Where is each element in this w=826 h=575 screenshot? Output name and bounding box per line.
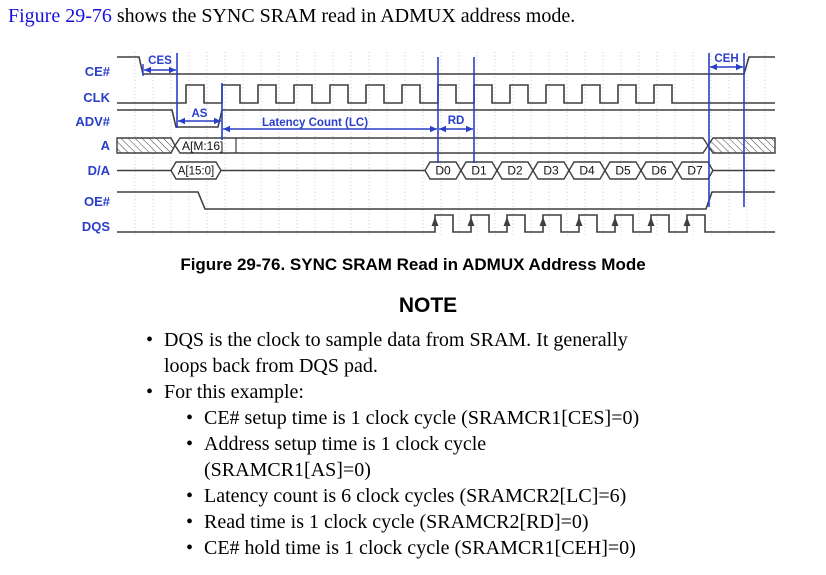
wave-clk (117, 84, 775, 104)
muxed-address-value: A[15:0] (178, 166, 214, 178)
dqs-sample-arrow-icon (503, 217, 511, 226)
note-list: • DQS is the clock to sample data from SR… (146, 327, 746, 561)
annotation-ces: CES (148, 55, 172, 67)
note-line: CE# hold time is 1 clock cycle (SRAMCR1[… (204, 537, 636, 559)
data-beat-value: D6 (651, 164, 667, 178)
dqs-sample-arrow-icon (647, 217, 655, 226)
note-line: (SRAMCR1[AS]=0) (204, 459, 371, 481)
wave-adv (117, 109, 775, 128)
note-line: CE# setup time is 1 clock cycle (SRAMCR1… (204, 407, 640, 429)
annotation-rd: RD (448, 115, 465, 127)
note-line: Address setup time is 1 clock cycle (204, 433, 487, 455)
bullet-marker: • (186, 511, 194, 533)
dqs-sample-arrow-icon (683, 217, 691, 226)
bullet-marker: • (146, 329, 154, 351)
intro-paragraph: Figure 29-76 shows the SYNC SRAM read in… (8, 5, 575, 28)
rd-arrow-head-icon (439, 125, 446, 133)
signal-label: DQS (82, 219, 111, 234)
dqs-sample-arrow-icon (611, 217, 619, 226)
note-item: • Latency count is 6 clock cycles (SRAMCR… (146, 483, 746, 509)
note-line: Latency count is 6 clock cycles (SRAMCR2… (204, 485, 627, 507)
lc-arrow-head-icon (430, 125, 437, 133)
signal-label: OE# (84, 194, 111, 209)
bullet-marker: • (186, 537, 194, 559)
signal-label: ADV# (75, 114, 110, 129)
data-beat-value: D0 (435, 164, 451, 178)
data-beat-value: D2 (507, 164, 523, 178)
bullet-marker: • (186, 407, 194, 429)
timing-diagram: A[M:16] A[15:0] D0 D1 D2 D3 D4 D5 D6 D7 CE# CLK ADV#… (75, 52, 776, 236)
bullet-marker: • (146, 381, 154, 403)
note-line: DQS is the clock to sample data from SRA… (164, 329, 628, 351)
note-title: NOTE (398, 294, 458, 317)
bullet-marker: • (186, 485, 194, 507)
dqs-sample-arrow-icon (539, 217, 547, 226)
signal-label: D/A (88, 163, 111, 178)
intro-text: shows the SYNC SRAM read in ADMUX addres… (111, 5, 576, 27)
as-arrow-head-icon (214, 117, 221, 125)
dqs-sample-arrow-icon (467, 217, 475, 226)
note-line: For this example: (164, 381, 304, 403)
figure-caption: Figure 29-76. SYNC SRAM Read in ADMUX Ad… (180, 255, 646, 274)
bullet-marker: • (186, 433, 194, 455)
lc-arrow-head-icon (223, 125, 230, 133)
annotation-as: AS (192, 108, 208, 120)
note-item: • CE# setup time is 1 clock cycle (SRAMCR… (146, 405, 746, 431)
note-item: • Address setup time is 1 clock cycle (SRA… (146, 431, 746, 483)
dqs-sample-arrow-icon (431, 217, 439, 226)
data-beat-value: D7 (687, 164, 703, 178)
signal-label: A (101, 138, 111, 153)
ces-arrow-head-icon (169, 66, 176, 74)
wave-dqs (117, 214, 775, 233)
ceh-arrow-head-icon (736, 63, 743, 71)
signal-label: CE# (85, 64, 111, 79)
annotation-ceh: CEH (714, 53, 738, 65)
bus-a-invalid-right (707, 137, 776, 154)
data-beat-value: D4 (579, 164, 595, 178)
address-bus-value: A[M:16] (182, 139, 223, 153)
signal-label: CLK (83, 90, 110, 105)
note-line: Read time is 1 clock cycle (SRAMCR2[RD]=… (204, 511, 589, 533)
wave-oe (117, 191, 775, 210)
bus-a-invalid-left (116, 137, 176, 154)
note-line: loops back from DQS pad. (164, 355, 378, 377)
data-beat-value: D3 (543, 164, 559, 178)
data-beat-value: D5 (615, 164, 631, 178)
as-arrow-head-icon (178, 117, 185, 125)
dqs-sample-arrow-icon (575, 217, 583, 226)
ceh-arrow-head-icon (710, 63, 717, 71)
note-item: • For this example: (146, 379, 746, 405)
note-item: • CE# hold time is 1 clock cycle (SRAMCR1… (146, 535, 746, 561)
ces-arrow-head-icon (144, 66, 151, 74)
wave-ce (117, 56, 775, 75)
rd-arrow-head-icon (466, 125, 473, 133)
annotation-lc: Latency Count (LC) (262, 117, 368, 129)
note-item: • Read time is 1 clock cycle (SRAMCR2[RD]… (146, 509, 746, 535)
figure-link[interactable]: Figure 29-76 (8, 5, 112, 27)
data-beat-value: D1 (471, 164, 487, 178)
note-item: • DQS is the clock to sample data from SR… (146, 327, 746, 379)
